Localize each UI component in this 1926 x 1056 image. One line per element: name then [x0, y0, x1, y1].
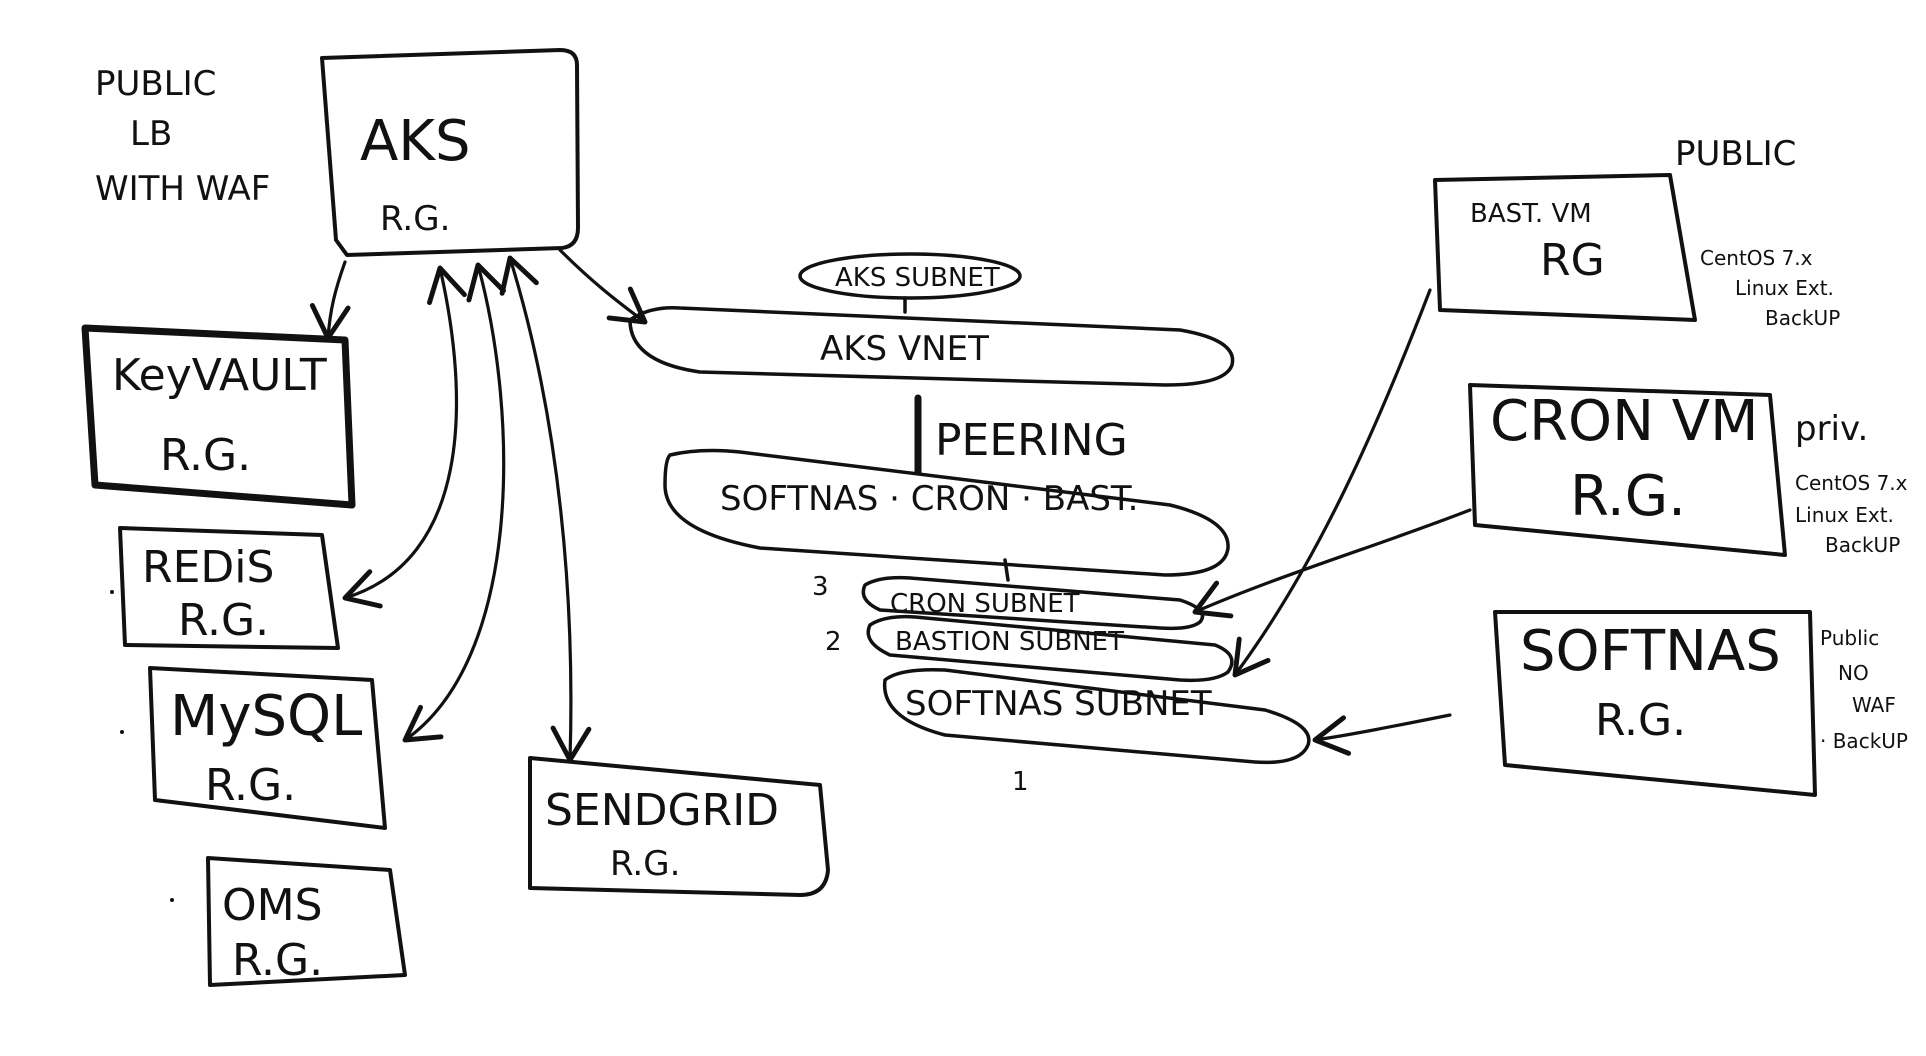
public-lb-line-3: WITH WAF: [95, 169, 270, 209]
softnas-subnet-oval: [882, 667, 1311, 765]
public-lb-line-1: PUBLIC: [95, 64, 216, 104]
bastion-subnet-oval: [866, 614, 1234, 683]
softnas-note-4: · BackUP: [1820, 729, 1908, 753]
dot-mark: [110, 590, 114, 594]
oms-rg-title: OMS: [222, 880, 323, 931]
cron-rg-box: [1468, 383, 1787, 557]
softnas-vnet-link: [1003, 558, 1010, 582]
softnas-rg-title: SOFTNAS: [1520, 619, 1781, 684]
aks-vnet-label: AKS VNET: [820, 329, 989, 369]
mysql-rg-title: MySQL: [170, 684, 362, 749]
edge-aks-keyvault: [309, 260, 351, 341]
edge-aks-sendgrid: [499, 255, 592, 763]
keyvault-rg-title: KeyVAULT: [112, 350, 327, 401]
keyvault-rg-node: KeyVAULT R.G.: [81, 324, 356, 509]
subnet-connections: [1192, 288, 1472, 756]
cron-access-label: priv.: [1795, 409, 1868, 449]
public-lb-note: PUBLIC LB WITH WAF: [95, 64, 270, 209]
bastion-subnet-number: 2: [825, 627, 842, 657]
aks-vnet-oval: [628, 306, 1235, 387]
edge-softnas-subnet: [1312, 713, 1452, 756]
bastion-note-1: CentOS 7.x: [1700, 246, 1813, 270]
redis-rg-node: REDiS R.G.: [118, 526, 340, 650]
aks-rg-title: AKS: [360, 109, 471, 174]
softnas-rg-sub: R.G.: [1595, 695, 1686, 746]
mysql-rg-node: MySQL R.G.: [148, 666, 387, 830]
edge-aks-vnet: [558, 248, 648, 325]
cron-note-2: Linux Ext.: [1795, 503, 1894, 527]
softnas-subnet-label: SOFTNAS SUBNET: [905, 684, 1212, 724]
bastion-rg-title: BAST. VM: [1470, 199, 1592, 229]
peering-label: PEERING: [935, 415, 1128, 466]
cron-subnet-oval: [861, 575, 1205, 631]
mysql-rg-sub: R.G.: [205, 760, 296, 811]
softnas-note-2: NO: [1838, 661, 1869, 685]
softnas-rg-box: [1493, 610, 1817, 797]
redis-rg-sub: R.G.: [178, 595, 269, 646]
bastion-access-label: PUBLIC: [1675, 134, 1796, 174]
stray-marks: [110, 590, 174, 902]
aks-rg-sub: R.G.: [380, 199, 450, 239]
sendgrid-rg-title: SENDGRID: [545, 785, 779, 836]
aks-network: AKS SUBNET AKS VNET: [628, 252, 1235, 387]
cron-subnet-label: CRON SUBNET: [890, 589, 1080, 619]
bastion-rg-node: PUBLIC BAST. VM RG CentOS 7.x Linux Ext.…: [1433, 134, 1840, 330]
mysql-rg-box: [148, 666, 387, 830]
oms-rg-node: OMS R.G.: [206, 856, 407, 987]
bastion-subnet-label: BASTION SUBNET: [895, 627, 1124, 657]
cron-note-1: CentOS 7.x: [1795, 471, 1908, 495]
edge-bastion-subnet: [1232, 288, 1432, 678]
dot-mark: [170, 898, 174, 902]
aks-rg-box: [320, 48, 580, 257]
cron-rg-sub: R.G.: [1570, 464, 1686, 529]
bastion-note-3: BackUP: [1765, 306, 1840, 330]
redis-rg-box: [118, 526, 340, 650]
aks-subnet-oval: [798, 252, 1022, 300]
softnas-note-1: Public: [1820, 626, 1879, 650]
oms-rg-sub: R.G.: [232, 935, 323, 986]
sendgrid-rg-node: SENDGRID R.G.: [528, 756, 830, 897]
oms-rg-box: [206, 856, 407, 987]
peering-link: PEERING: [914, 394, 1128, 476]
softnas-network: SOFTNAS · CRON · BAST. CRON SUBNET BASTI…: [663, 448, 1311, 797]
cron-note-3: BackUP: [1825, 533, 1900, 557]
aks-subnet-label: AKS SUBNET: [835, 263, 1000, 293]
softnas-rg-node: SOFTNAS R.G. Public NO WAF · BackUP: [1493, 610, 1908, 797]
dot-mark: [120, 730, 124, 734]
aks-rg-node: AKS R.G.: [320, 48, 580, 257]
edge-cron-subnet: [1192, 508, 1472, 619]
cron-rg-title: CRON VM: [1490, 389, 1758, 454]
cron-subnet-number: 3: [812, 572, 829, 602]
aks-connections: [309, 248, 648, 763]
bastion-rg-sub: RG: [1540, 235, 1605, 286]
sendgrid-rg-sub: R.G.: [610, 844, 680, 884]
softnas-vnet-oval: [663, 448, 1230, 577]
public-lb-line-2: LB: [130, 114, 172, 154]
cron-rg-node: CRON VM R.G. priv. CentOS 7.x Linux Ext.…: [1468, 383, 1908, 557]
keyvault-rg-sub: R.G.: [160, 430, 251, 481]
softnas-note-3: WAF: [1852, 693, 1896, 717]
softnas-subnet-number: 1: [1012, 767, 1029, 797]
redis-rg-title: REDiS: [142, 542, 274, 593]
bastion-rg-box: [1433, 173, 1697, 322]
edge-aks-redis: [342, 265, 467, 609]
edge-aks-mysql: [402, 262, 506, 743]
sendgrid-rg-box: [528, 756, 830, 897]
bastion-note-2: Linux Ext.: [1735, 276, 1834, 300]
softnas-vnet-label: SOFTNAS · CRON · BAST.: [720, 479, 1138, 519]
